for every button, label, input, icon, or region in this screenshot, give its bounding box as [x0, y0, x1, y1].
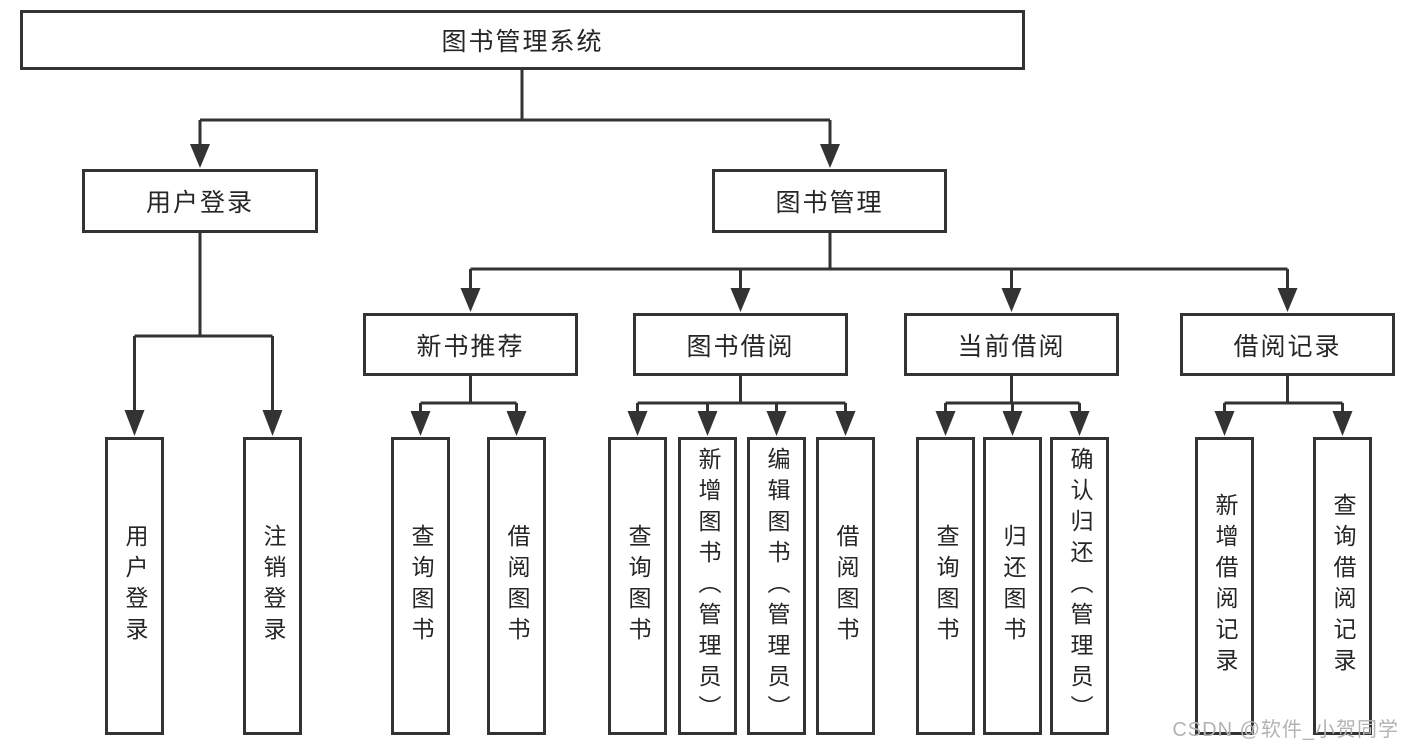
node-label: 确认归还（管理员）	[1067, 446, 1093, 726]
node-label: 借阅记录	[1233, 332, 1342, 361]
leaf-query-books-recommend: 查询图书	[391, 437, 450, 735]
node-label: 图书借阅	[686, 332, 795, 361]
leaf-user-login: 用户登录	[105, 437, 164, 735]
node-label: 借阅图书	[504, 524, 530, 648]
node-label: 用户登录	[122, 524, 148, 648]
node-label: 图书管理系统	[441, 28, 604, 56]
csdn-watermark: CSDN @软件_小贺同学	[1172, 719, 1399, 741]
node-label: 查询图书	[408, 524, 434, 648]
node-label: 新书推荐	[416, 332, 525, 361]
node-label: 查询借阅记录	[1330, 493, 1356, 679]
node-book-management: 图书管理	[712, 169, 947, 233]
node-label: 新增借阅记录	[1212, 493, 1238, 679]
leaf-return-books: 归还图书	[983, 437, 1042, 735]
node-current-borrowing: 当前借阅	[904, 313, 1119, 376]
leaf-add-borrow-record: 新增借阅记录	[1195, 437, 1254, 735]
leaf-edit-book-admin: 编辑图书（管理员）	[747, 437, 806, 735]
node-borrowing-records: 借阅记录	[1180, 313, 1395, 376]
node-label: 当前借阅	[957, 332, 1066, 361]
node-label: 用户登录	[145, 189, 254, 217]
node-new-book-recommendation: 新书推荐	[363, 313, 578, 376]
node-label: 编辑图书（管理员）	[764, 446, 790, 726]
node-label: 查询图书	[625, 524, 651, 648]
leaf-query-books-current: 查询图书	[916, 437, 975, 735]
leaf-borrow-books-recommend: 借阅图书	[487, 437, 546, 735]
node-label: 注销登录	[260, 524, 286, 648]
leaf-confirm-return-admin: 确认归还（管理员）	[1050, 437, 1109, 735]
node-label: 图书管理	[775, 189, 884, 217]
node-book-borrowing: 图书借阅	[633, 313, 848, 376]
leaf-add-book-admin: 新增图书（管理员）	[678, 437, 737, 735]
node-label: 借阅图书	[833, 524, 859, 648]
leaf-query-books-borrowing: 查询图书	[608, 437, 667, 735]
node-label: 查询图书	[933, 524, 959, 648]
leaf-query-borrow-record: 查询借阅记录	[1313, 437, 1372, 735]
node-library-management-system: 图书管理系统	[20, 10, 1025, 70]
leaf-borrow-books-borrowing: 借阅图书	[816, 437, 875, 735]
node-user-login: 用户登录	[82, 169, 318, 233]
node-label: 归还图书	[1000, 524, 1026, 648]
node-label: 新增图书（管理员）	[695, 446, 721, 726]
leaf-logout: 注销登录	[243, 437, 302, 735]
